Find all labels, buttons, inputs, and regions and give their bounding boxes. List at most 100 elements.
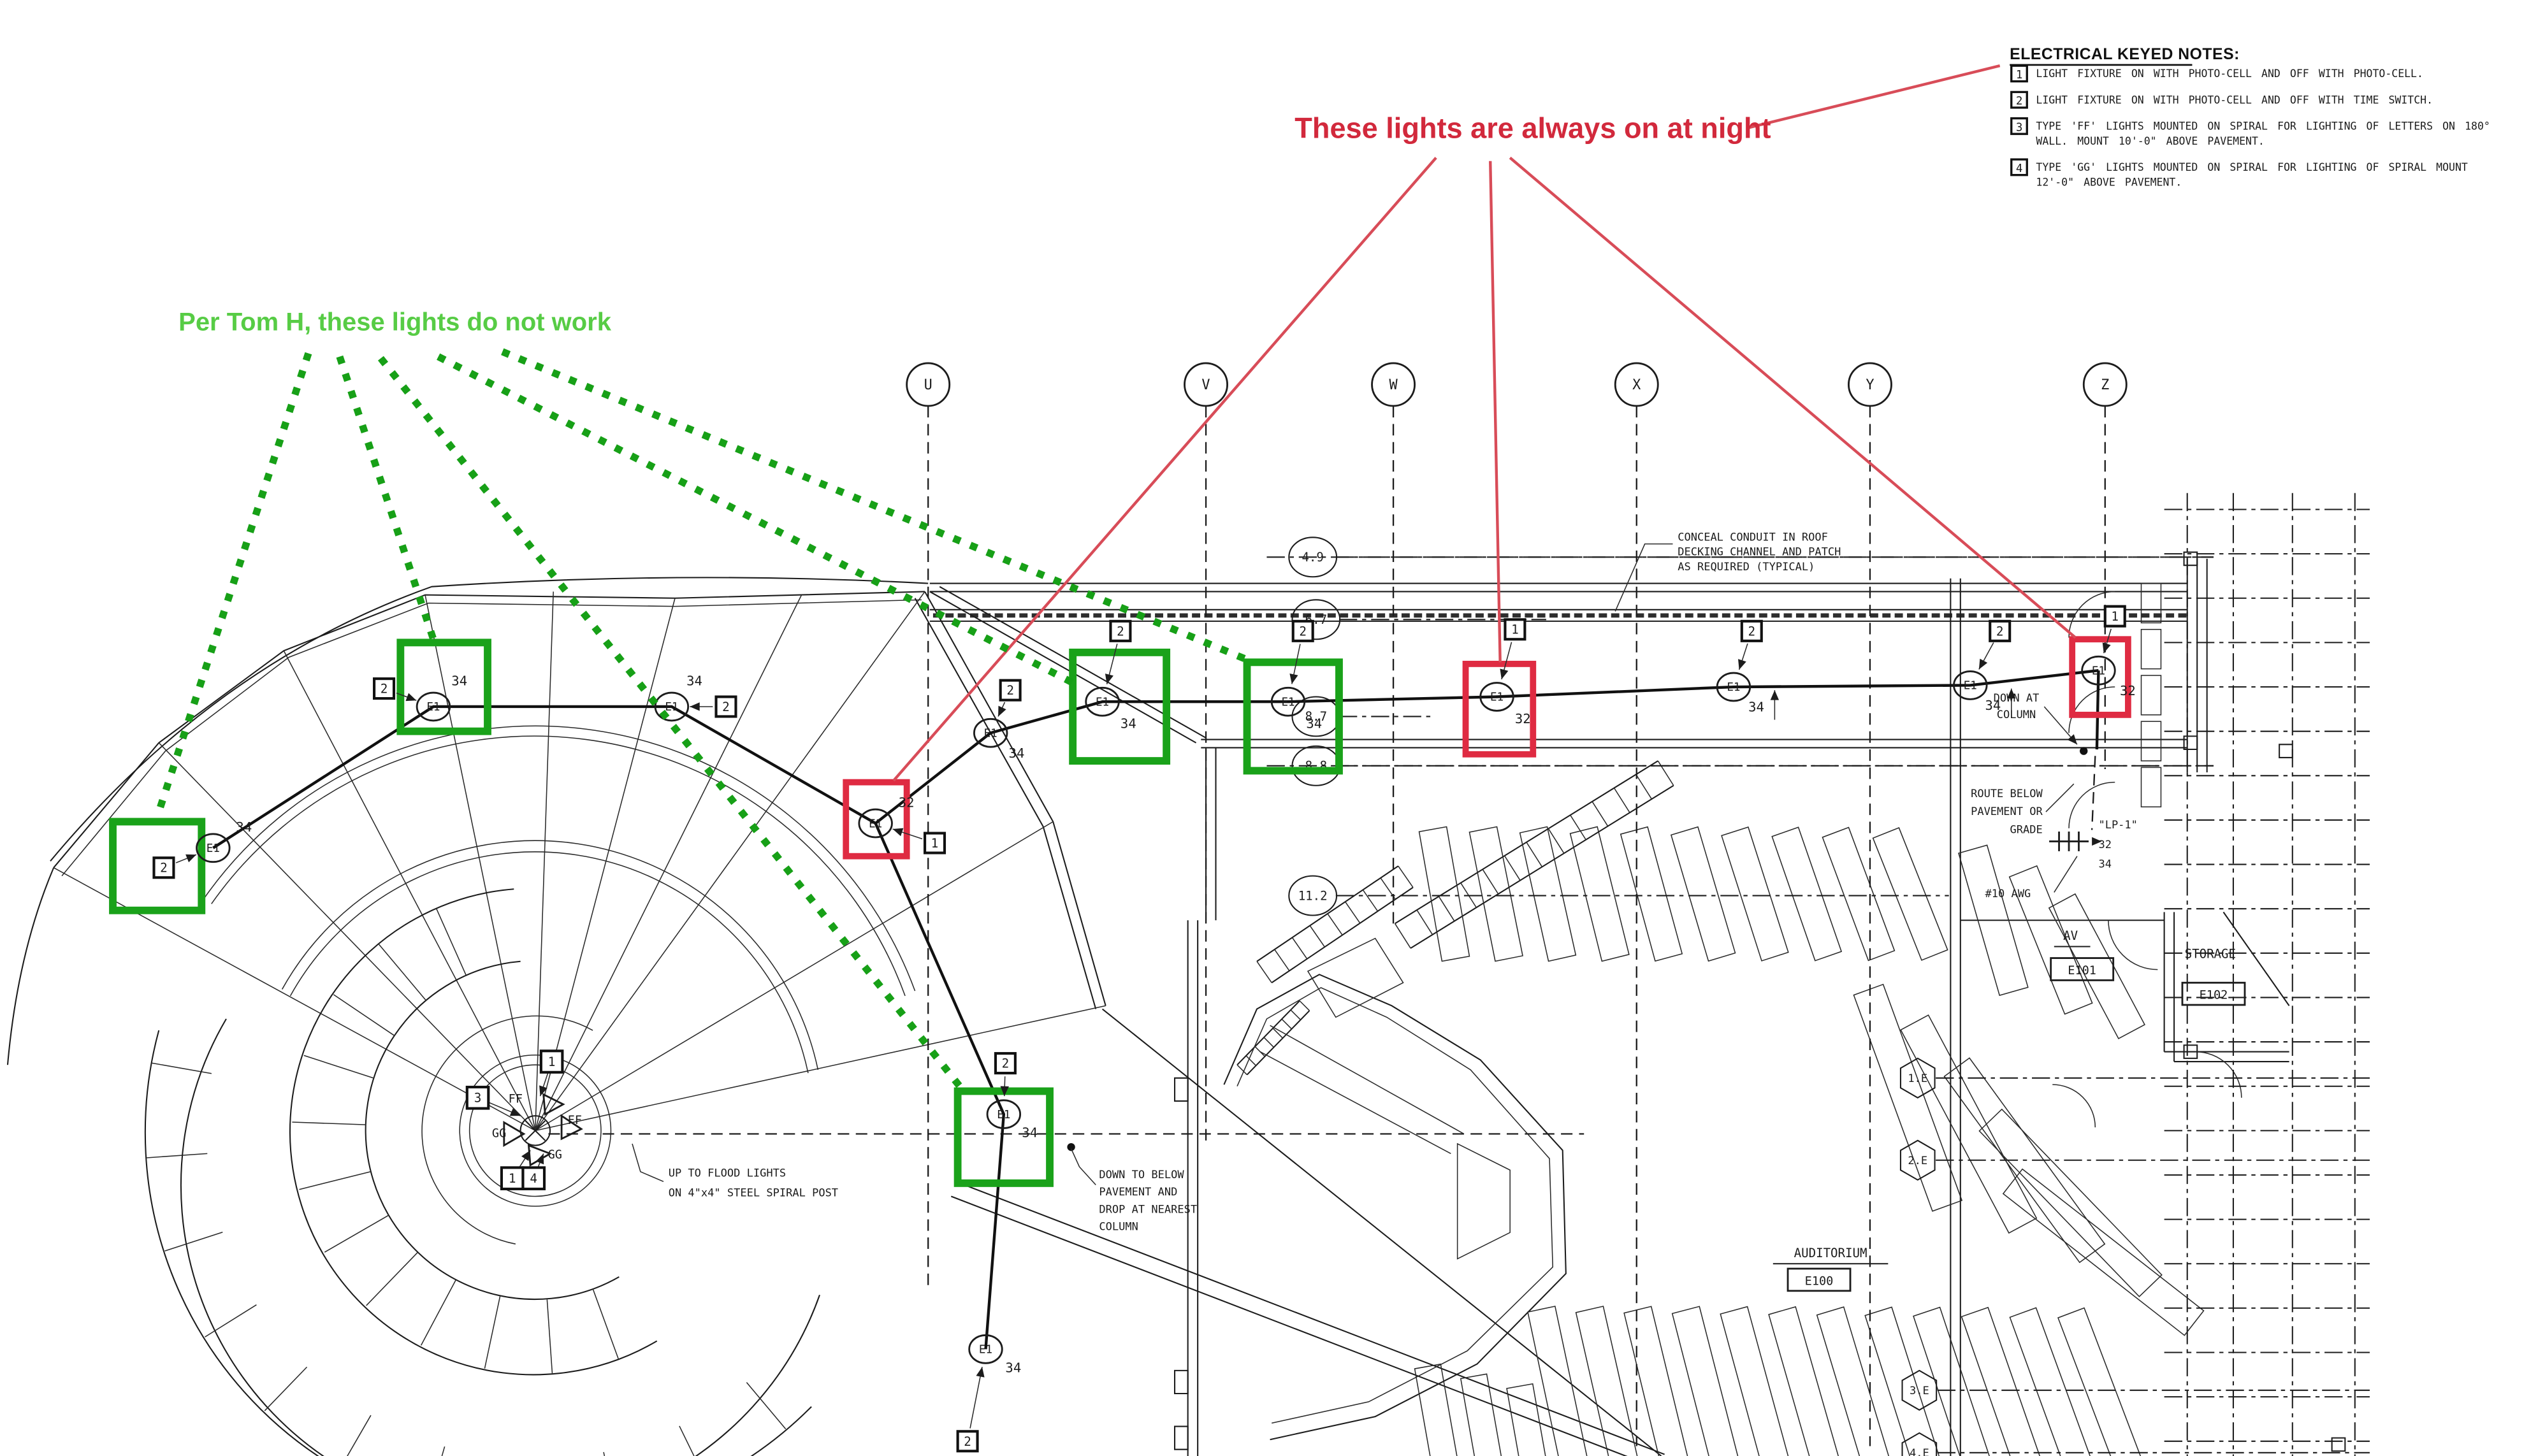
fixture-symbol — [196, 833, 231, 863]
ring-segment-line — [366, 1251, 418, 1306]
note-text-lp1: 32 — [2098, 839, 2112, 851]
ring-segment-line — [151, 1062, 212, 1074]
stair-tread — [1526, 842, 1543, 867]
circuit-number: 32 — [1515, 711, 1531, 726]
note-text-lp1: 34 — [2098, 858, 2112, 871]
tag-leader-arrow — [1000, 1086, 1009, 1097]
seating-row — [1623, 1306, 1688, 1456]
direction-arrow-head — [1770, 690, 1780, 700]
ring-segment-line — [603, 1452, 605, 1456]
seating-row — [1414, 1363, 1458, 1456]
note-text-down-to-below: DROP AT NEAREST — [1099, 1203, 1197, 1216]
fixture-type-label: E1 — [1096, 696, 1109, 709]
stair-tread — [1482, 869, 1499, 895]
keyed-note-tag-number: 1 — [2111, 609, 2119, 624]
junction-dot — [1067, 1142, 1075, 1151]
spiral-fixture-label: GG — [492, 1127, 506, 1141]
keyed-note-index-box — [2010, 117, 2028, 135]
stair-tread — [1592, 801, 1609, 827]
fixture-symbol — [986, 1099, 1022, 1129]
keyed-note-tag — [1740, 619, 1763, 642]
keyed-note-tag — [923, 832, 946, 854]
hex-bubble-label: 4.E — [1910, 1447, 1929, 1456]
grid-bubble-label: W — [1389, 377, 1398, 393]
seating-row — [1900, 1014, 2038, 1234]
seating-row — [1569, 826, 1630, 962]
keyed-note-tag-number: 2 — [1002, 1056, 1010, 1071]
fixture-symbol — [1716, 672, 1751, 702]
seating-row — [1913, 1306, 1990, 1456]
spiral-tag-arrow — [521, 1150, 531, 1161]
seating-row — [1771, 826, 1843, 962]
stair-tread — [1263, 1037, 1275, 1048]
fixture-type-label: E1 — [2092, 665, 2105, 677]
seating-row — [1418, 826, 1470, 962]
hex-bubble-label: 3.E — [1910, 1385, 1929, 1397]
stair-tread — [1416, 909, 1433, 935]
seating-row — [1853, 983, 1963, 1212]
seating-row — [1527, 1306, 1588, 1456]
keyed-note-tag-number: 2 — [1117, 624, 1124, 638]
ring-segment-line — [484, 1296, 501, 1369]
keyed-notes-title: ELECTRICAL KEYED NOTES: — [2010, 46, 2240, 63]
seating-row — [2008, 865, 2093, 1015]
feeder-arrow-head — [2092, 837, 2102, 846]
stair-tread — [1570, 814, 1586, 840]
lighting-circuit-wire — [2095, 670, 2100, 750]
fixture-type-label: E1 — [997, 1109, 1010, 1121]
generated-linework — [147, 508, 2370, 1456]
keyed-note-index: 2 — [2016, 95, 2023, 108]
keyed-note-tag-number: 2 — [1299, 624, 1307, 638]
hex-bubble-label: 1.E — [1908, 1072, 1927, 1085]
note-text-down-to-below: COLUMN — [1099, 1220, 1138, 1233]
seating-row — [1671, 1306, 1739, 1456]
fixture-symbol — [968, 1334, 1003, 1364]
not-working-leader-line — [437, 353, 1077, 687]
stair-tread — [1362, 890, 1379, 912]
stair-tread — [1309, 925, 1326, 948]
grid-bubble-V — [1184, 362, 1228, 407]
fixture-symbol — [973, 717, 1008, 748]
keyed-note-index: 4 — [2016, 162, 2023, 175]
circuit-number: 34 — [1005, 1360, 1021, 1375]
stair-tread — [1272, 1028, 1284, 1039]
circuit-number: 34 — [1748, 700, 1764, 715]
ring-segment-line — [147, 1153, 208, 1158]
fixture-symbol — [1270, 686, 1306, 717]
grid-bubble-Y — [1848, 362, 1892, 407]
spiral-fixture-label: FF — [509, 1093, 523, 1106]
room-tag-label: E102 — [2200, 989, 2228, 1002]
note-text-down-at-column: COLUMN — [1997, 709, 2036, 721]
seating-row — [1620, 826, 1683, 962]
always-on-highlight-box — [1462, 661, 1537, 758]
note-text-conceal: DECKING CHANNEL AND PATCH — [1678, 546, 1841, 559]
fixture-symbol — [858, 808, 893, 839]
grid-bubble-label: Z — [2101, 377, 2109, 393]
junction-dot — [2080, 747, 2088, 755]
ring-segment-line — [746, 1381, 787, 1430]
spiral-tag-arrow — [535, 1153, 544, 1165]
keyed-note-text: TYPE 'GG' LIGHTS MOUNTED ON SPIRAL FOR L… — [2036, 161, 2467, 173]
hex-bubble-4.E — [1901, 1432, 1938, 1456]
note-text-route-below: ROUTE BELOW — [1971, 788, 2043, 800]
keyed-note-tag-number: 2 — [964, 1434, 971, 1449]
fixture-symbol — [2081, 655, 2116, 686]
note-text-route-below: GRADE — [2010, 824, 2043, 837]
seating-row — [1822, 826, 1896, 962]
ring-segment-line — [679, 1425, 695, 1456]
grid-bubble-label: X — [1632, 377, 1641, 393]
seating-row — [2009, 1307, 2091, 1456]
stair-tread — [1394, 923, 1411, 949]
circuit-number: 34 — [686, 673, 702, 688]
seating-row — [1575, 1306, 1638, 1456]
note-text-awg: #10 AWG — [1985, 888, 2031, 900]
keyed-note-tag-number: 2 — [1996, 624, 2004, 638]
keyed-note-tag-number: 1 — [931, 836, 939, 851]
seating-row — [1864, 1306, 1940, 1456]
stair-tread — [1548, 828, 1565, 854]
stair-tread — [1245, 1055, 1257, 1066]
grid-bubble-X — [1614, 362, 1659, 407]
row-bubble-6.7 — [1291, 599, 1341, 640]
always-on-leader-line — [1489, 161, 1502, 663]
